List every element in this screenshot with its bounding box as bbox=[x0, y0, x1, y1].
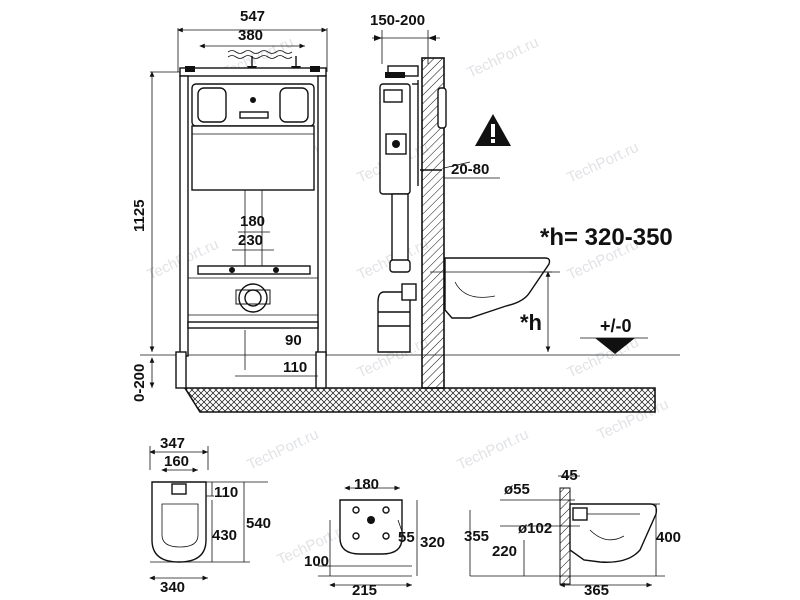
side-view: 150-200 20-80 *h= 320-350 bbox=[370, 12, 673, 389]
floor-slab bbox=[140, 354, 680, 413]
dim-front-width-total: 547 bbox=[240, 8, 265, 25]
dim-top-base-width: 340 bbox=[160, 579, 185, 596]
bowl-side-view: 45 ø55 ø102 355 220 400 365 bbox=[464, 467, 681, 599]
dim-side-slope: 20-80 bbox=[451, 161, 489, 178]
dim-rear-height-a: 55 bbox=[398, 529, 415, 546]
dim-top-length: 540 bbox=[246, 515, 271, 532]
dim-side-depth: 365 bbox=[584, 582, 609, 599]
dim-front-bottom-a: 90 bbox=[285, 332, 302, 349]
dim-front-drain-a: 180 bbox=[240, 213, 265, 230]
bowl-rear-view: 180 55 320 100 215 bbox=[304, 476, 445, 599]
front-view: 547 380 180 230 bbox=[131, 8, 328, 402]
dim-front-bottom-b: 110 bbox=[283, 359, 307, 376]
dim-rear-floor-gap: 100 bbox=[304, 553, 329, 570]
dim-rear-width-a: 180 bbox=[354, 476, 379, 493]
watermark: TechPort.ru bbox=[245, 426, 322, 474]
dim-side-wall-gap: 45 bbox=[561, 467, 578, 484]
dim-front-adjust: 0-200 bbox=[131, 364, 148, 402]
dim-side-depth: 150-200 bbox=[370, 12, 425, 29]
dim-front-width-inner: 380 bbox=[238, 27, 263, 44]
floor-level-label: +/-0 bbox=[600, 316, 632, 336]
dim-rear-height-b: 320 bbox=[420, 534, 445, 551]
watermark: TechPort.ru bbox=[455, 426, 532, 474]
dim-side-height-b: 220 bbox=[492, 543, 517, 560]
dim-front-height: 1125 bbox=[131, 199, 148, 232]
bowl-top-view: 347 160 110 430 540 340 bbox=[149, 435, 271, 596]
warning-triangle-icon bbox=[475, 114, 511, 146]
dim-side-inlet-dia: ø55 bbox=[504, 481, 530, 498]
watermark: TechPort.ru bbox=[465, 34, 542, 82]
dim-side-outlet-dia: ø102 bbox=[518, 520, 552, 537]
dim-side-h: *h bbox=[520, 310, 542, 335]
h-formula: *h= 320-350 bbox=[540, 224, 673, 251]
dim-front-drain-b: 230 bbox=[238, 232, 263, 249]
dim-top-inner-width: 160 bbox=[164, 453, 189, 470]
dim-rear-base-width: 215 bbox=[352, 582, 377, 599]
dim-top-outer-width: 347 bbox=[160, 435, 185, 452]
dim-top-offset: 110 bbox=[214, 484, 238, 501]
watermark: TechPort.ru bbox=[565, 139, 642, 187]
dim-side-height-c: 400 bbox=[656, 529, 681, 546]
dim-side-height-a: 355 bbox=[464, 528, 489, 545]
dim-top-inner-length: 430 bbox=[212, 527, 237, 544]
